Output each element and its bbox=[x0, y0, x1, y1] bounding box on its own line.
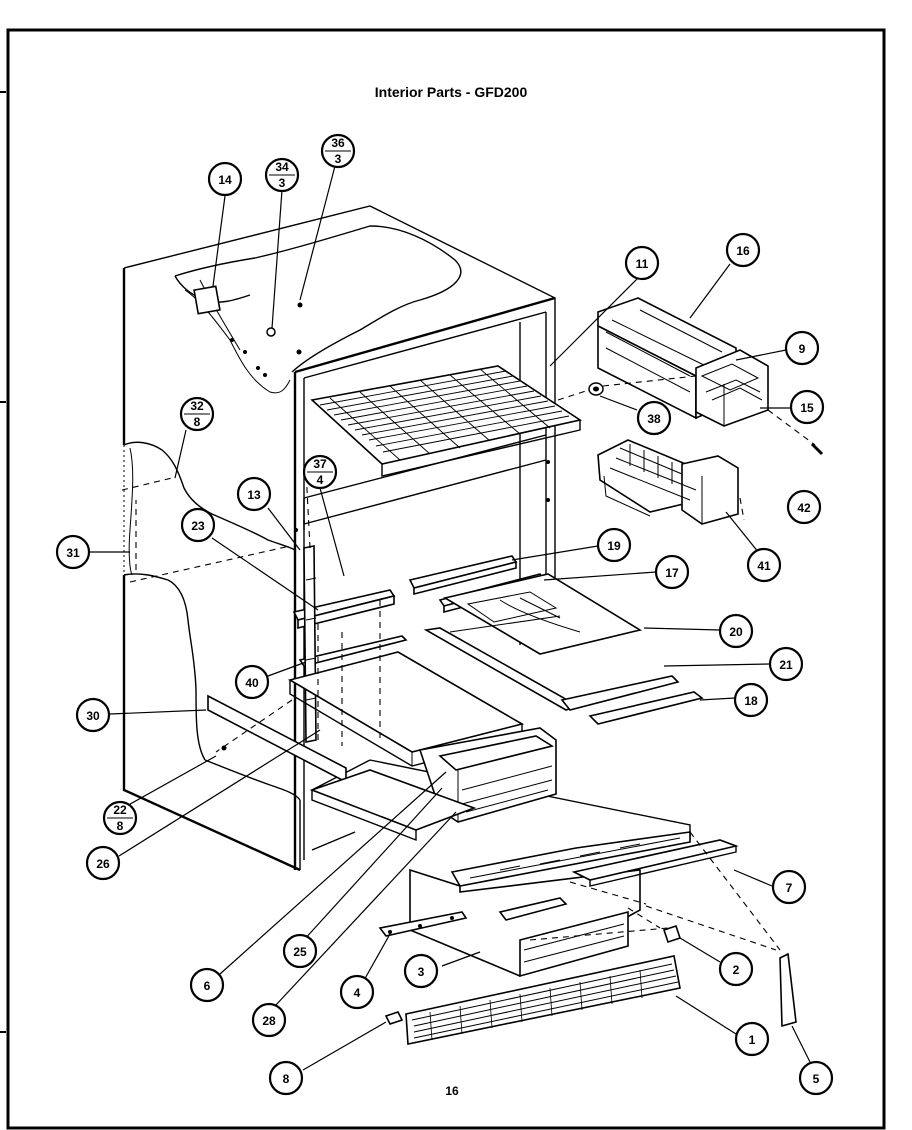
callout-23: 23 bbox=[180, 507, 216, 543]
bracket-4 bbox=[378, 911, 468, 937]
callout-20: 20 bbox=[718, 613, 754, 649]
callout-28: 28 bbox=[251, 1002, 287, 1038]
screw-42 bbox=[767, 409, 824, 456]
svg-text:40: 40 bbox=[245, 676, 259, 690]
svg-text:31: 31 bbox=[66, 546, 80, 560]
callout-25: 25 bbox=[282, 933, 318, 969]
callout-41: 41 bbox=[746, 547, 782, 583]
callout-2: 2 bbox=[718, 951, 754, 987]
crisper-cover-glass bbox=[442, 573, 643, 655]
callout-6: 6 bbox=[189, 967, 225, 1003]
callout-3: 3 bbox=[403, 953, 439, 989]
svg-text:19: 19 bbox=[607, 539, 621, 553]
svg-text:11: 11 bbox=[636, 257, 649, 271]
svg-text:16: 16 bbox=[736, 244, 750, 258]
svg-text:13: 13 bbox=[247, 488, 261, 502]
svg-text:15: 15 bbox=[800, 401, 814, 415]
callout-14: 14 bbox=[207, 161, 243, 197]
callout-40: 40 bbox=[234, 664, 270, 700]
page-number: 16 bbox=[445, 1084, 459, 1098]
callout-26: 26 bbox=[85, 845, 121, 881]
callout-21: 21 bbox=[768, 646, 804, 682]
svg-text:6: 6 bbox=[204, 979, 211, 993]
callout-32-8: 32 8 bbox=[179, 396, 215, 432]
svg-text:7: 7 bbox=[786, 881, 793, 895]
ice-maker bbox=[597, 439, 739, 525]
fresh-food-shelf-frame bbox=[423, 615, 680, 711]
svg-text:25: 25 bbox=[293, 945, 307, 959]
callout-5: 5 bbox=[798, 1060, 834, 1096]
svg-text:32: 32 bbox=[190, 399, 204, 413]
callout-34-3: 34 3 bbox=[264, 157, 300, 193]
screw-8 bbox=[384, 1011, 404, 1025]
callout-4: 4 bbox=[339, 974, 375, 1010]
svg-text:22: 22 bbox=[113, 803, 127, 817]
svg-text:14: 14 bbox=[218, 173, 232, 187]
callout-11: 11 bbox=[624, 245, 660, 281]
callout-1: 1 bbox=[734, 1021, 770, 1057]
svg-text:37: 37 bbox=[313, 457, 327, 471]
svg-text:5: 5 bbox=[813, 1072, 820, 1086]
callout-30: 30 bbox=[75, 697, 111, 733]
callout-19: 19 bbox=[596, 527, 632, 563]
callout-38: 38 bbox=[636, 400, 672, 436]
svg-text:42: 42 bbox=[797, 501, 811, 515]
callout-9: 9 bbox=[784, 330, 820, 366]
svg-text:23: 23 bbox=[191, 519, 205, 533]
svg-text:38: 38 bbox=[647, 412, 661, 426]
callout-42: 42 bbox=[786, 489, 822, 525]
callout-16: 16 bbox=[725, 232, 761, 268]
svg-text:2: 2 bbox=[733, 963, 740, 977]
washer-38 bbox=[557, 375, 697, 401]
svg-text:20: 20 bbox=[729, 625, 743, 639]
callout-17: 17 bbox=[654, 554, 690, 590]
crisper-drawer bbox=[418, 727, 557, 823]
svg-text:4: 4 bbox=[317, 473, 324, 487]
page-border bbox=[6, 28, 886, 1130]
svg-text:17: 17 bbox=[665, 566, 679, 580]
drawer-support-28 bbox=[309, 769, 477, 842]
callout-15: 15 bbox=[789, 389, 825, 425]
svg-text:30: 30 bbox=[86, 709, 100, 723]
svg-text:3: 3 bbox=[335, 152, 342, 166]
callout-31: 31 bbox=[55, 534, 91, 570]
callout-36-3: 36 3 bbox=[320, 133, 356, 169]
svg-text:8: 8 bbox=[194, 415, 201, 429]
assembly-lines bbox=[121, 469, 781, 951]
freezer-wire-shelf bbox=[310, 365, 583, 477]
callout-22-8: 22 8 bbox=[102, 800, 138, 836]
callout-37-4: 37 4 bbox=[302, 454, 338, 490]
callout-7: 7 bbox=[771, 869, 807, 905]
svg-text:34: 34 bbox=[275, 160, 289, 174]
toe-cover-7 bbox=[571, 839, 739, 887]
svg-text:3: 3 bbox=[418, 965, 425, 979]
svg-text:26: 26 bbox=[96, 857, 110, 871]
leader-lines bbox=[88, 165, 811, 1071]
svg-text:8: 8 bbox=[283, 1072, 290, 1086]
callout-13: 13 bbox=[236, 476, 272, 512]
callout-18: 18 bbox=[733, 682, 769, 718]
svg-text:4: 4 bbox=[354, 986, 361, 1000]
svg-text:36: 36 bbox=[331, 136, 345, 150]
svg-text:41: 41 bbox=[757, 559, 771, 573]
svg-text:18: 18 bbox=[744, 694, 758, 708]
svg-text:1: 1 bbox=[749, 1033, 756, 1047]
svg-text:21: 21 bbox=[779, 658, 793, 672]
meat-drawer bbox=[409, 831, 691, 978]
svg-text:3: 3 bbox=[279, 176, 286, 190]
base-grille bbox=[405, 955, 681, 1045]
shelf-trim-18 bbox=[588, 691, 704, 725]
callout-8: 8 bbox=[268, 1060, 304, 1096]
svg-text:9: 9 bbox=[799, 342, 806, 356]
page-title: Interior Parts - GFD200 bbox=[375, 84, 528, 100]
leveling-leg-5 bbox=[779, 952, 797, 1028]
svg-text:8: 8 bbox=[117, 819, 124, 833]
svg-text:28: 28 bbox=[262, 1014, 276, 1028]
